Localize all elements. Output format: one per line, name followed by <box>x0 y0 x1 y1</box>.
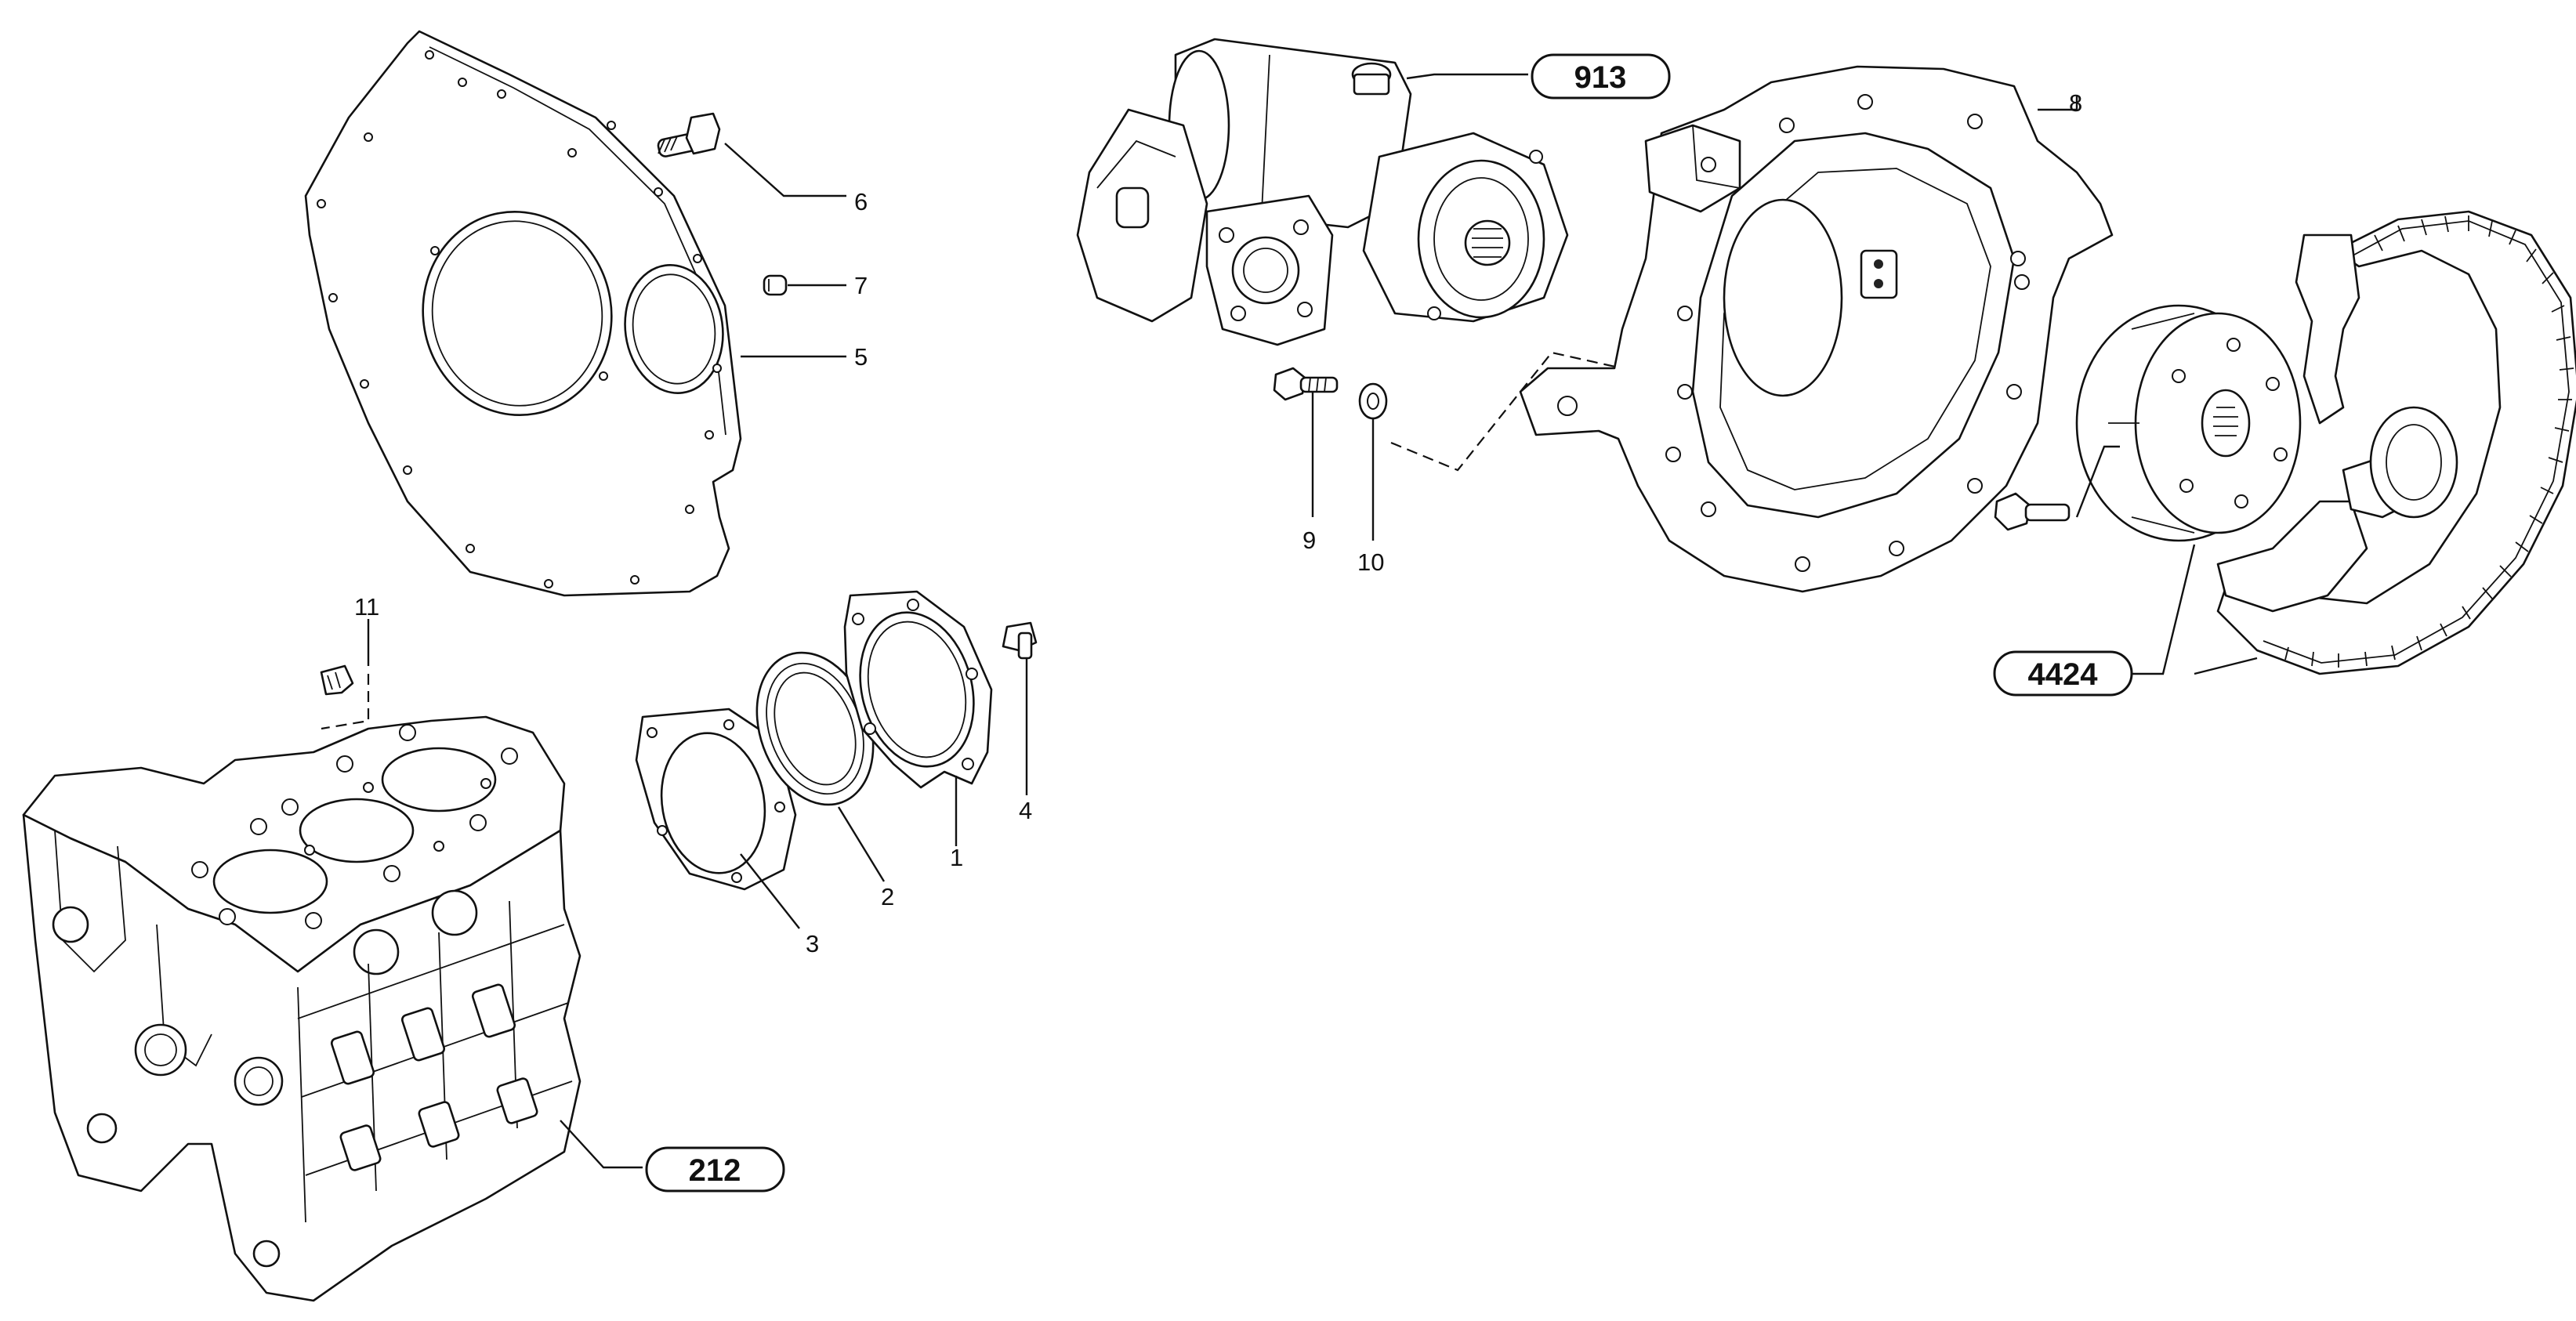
assembly-line-starter <box>1390 351 1623 472</box>
callout-3: 3 <box>806 930 819 957</box>
part-bolt-6 <box>657 112 721 157</box>
callout-2: 2 <box>881 883 894 910</box>
callout-6: 6 <box>854 188 868 215</box>
part-plug-11 <box>320 664 354 696</box>
part-hub-bolt <box>1994 492 2071 531</box>
part-flywheel-housing <box>1519 65 2114 593</box>
part-flywheel <box>2216 210 2576 675</box>
part-adapter-plate <box>304 30 742 597</box>
part-seal-2 <box>755 651 875 806</box>
assembly-line-hub <box>2075 445 2120 518</box>
callout-8: 8 <box>2069 89 2082 117</box>
callout-9: 9 <box>1302 527 1316 554</box>
leader-lines <box>321 73 2258 1169</box>
part-washer-10 <box>1358 382 1388 420</box>
callout-1: 1 <box>950 844 963 871</box>
part-bolt-9 <box>1273 367 1339 401</box>
reference-913: 913 <box>1531 53 1671 100</box>
part-seal-housing-1 <box>843 590 993 789</box>
reference-212: 212 <box>645 1146 785 1193</box>
callout-10: 10 <box>1357 548 1384 576</box>
reference-913-label: 913 <box>1574 60 1627 95</box>
reference-4424-label: 4424 <box>2028 657 2099 692</box>
reference-4424: 4424 <box>1993 650 2133 697</box>
callout-7: 7 <box>854 272 868 299</box>
part-plug-7 <box>763 274 788 296</box>
callout-4: 4 <box>1019 797 1032 824</box>
callout-5: 5 <box>854 343 868 371</box>
reference-212-label: 212 <box>689 1153 741 1188</box>
part-engine-block <box>22 715 582 1302</box>
part-gasket-3 <box>635 708 797 891</box>
part-starter-motor <box>1076 38 1569 346</box>
part-flywheel-hub <box>2075 304 2302 542</box>
callout-numbers: 6 7 5 8 9 10 1 4 2 3 11 <box>354 89 2082 957</box>
callout-11: 11 <box>354 593 379 621</box>
part-bolt-4 <box>1002 621 1038 660</box>
